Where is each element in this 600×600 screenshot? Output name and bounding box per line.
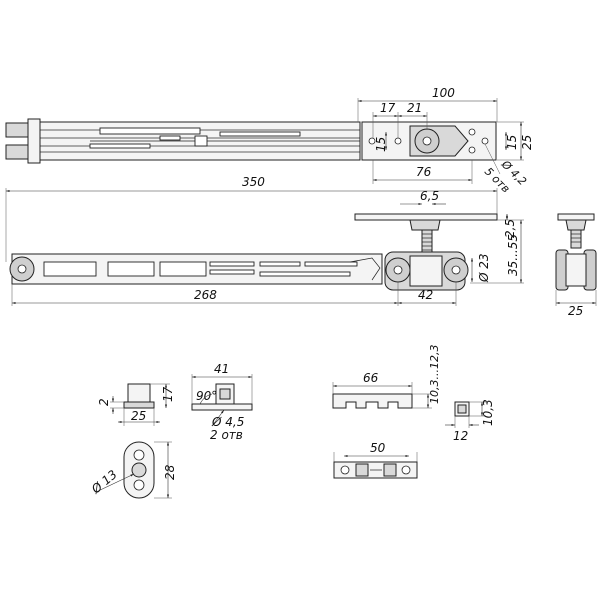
rail-part: 66 10,3...12,3 10,3 12 50 — [332, 345, 495, 479]
bracket-part: 41 90° Ø 4,5 2 отв — [191, 362, 253, 442]
top-view: 100 17 21 15 15 25 76 5 отв Ø 4,2 — [5, 86, 534, 195]
dim-stop-28: 28 — [163, 464, 177, 480]
dim-100: 100 — [432, 86, 455, 100]
dim-bracket-count: 2 отв — [210, 428, 243, 442]
dim-350: 350 — [242, 175, 265, 189]
dim-clip-10-3: 10,3 — [481, 399, 495, 426]
dim-stop-2: 2 — [97, 398, 111, 406]
dim-rail-50: 50 — [370, 441, 386, 455]
dim-21: 21 — [407, 101, 422, 115]
dim-35-55: 35...55 — [506, 234, 520, 276]
dim-stop-25: 25 — [131, 409, 146, 423]
dim-25-right: 25 — [520, 135, 534, 150]
stop-part: 2 17 25 28 Ø 13 — [88, 383, 177, 499]
dim-clip-12: 12 — [453, 429, 468, 443]
dim-76: 76 — [416, 165, 432, 179]
dim-17: 17 — [380, 101, 396, 115]
side-view: 350 6,5 — [5, 175, 524, 306]
dim-15-right: 15 — [505, 135, 519, 150]
dim-bracket-41: 41 — [214, 362, 229, 376]
dim-bracket-90: 90° — [196, 389, 217, 403]
dim-42: 42 — [418, 288, 433, 302]
dim-end-25: 25 — [568, 304, 583, 318]
dim-stop-13: Ø 13 — [88, 467, 120, 497]
dim-bracket-hole: Ø 4,5 — [211, 415, 244, 429]
dim-23: Ø 23 — [477, 253, 491, 283]
end-view: 25 — [555, 213, 597, 318]
dim-2-5: 2,5 — [503, 219, 517, 238]
dim-rail-height: 10,3...12,3 — [428, 345, 441, 404]
dim-268: 268 — [194, 288, 217, 302]
dim-15-left: 15 — [374, 137, 388, 152]
dim-6-5: 6,5 — [420, 189, 439, 203]
dim-rail-66: 66 — [363, 371, 379, 385]
dim-stop-17: 17 — [161, 386, 175, 402]
